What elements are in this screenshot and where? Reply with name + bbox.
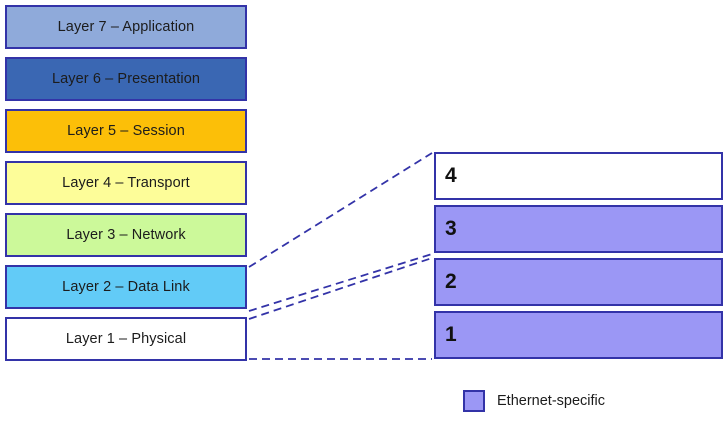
- legend-swatch-ethernet-specific: [463, 390, 485, 412]
- osi-layer-6[interactable]: Layer 6 – Presentation: [5, 57, 247, 101]
- osi-layer-6-label: Layer 6 – Presentation: [51, 71, 201, 87]
- osi-layer-4-label: Layer 4 – Transport: [62, 175, 190, 191]
- osi-layer-3[interactable]: Layer 3 – Network: [5, 213, 247, 257]
- connector-layer2-top-to-box4: [248, 152, 433, 268]
- legend: Ethernet-specific: [463, 390, 605, 412]
- osi-layer-7[interactable]: Layer 7 – Application: [5, 5, 247, 49]
- connector-layer2-bottom-to-box3: [248, 253, 433, 312]
- ethernet-sublayer-stack: 4 3 2 1: [434, 152, 723, 359]
- ethernet-sublayer-1-label: 1: [445, 323, 457, 346]
- osi-layer-7-label: Layer 7 – Application: [57, 19, 195, 35]
- ethernet-sublayer-3-label: 3: [445, 217, 457, 240]
- osi-layer-1-label: Layer 1 – Physical: [65, 331, 187, 347]
- ethernet-sublayer-2[interactable]: 2: [434, 258, 723, 306]
- osi-layer-3-label: Layer 3 – Network: [66, 227, 186, 243]
- ethernet-sublayer-4-label: 4: [445, 164, 457, 187]
- osi-layer-5[interactable]: Layer 5 – Session: [5, 109, 247, 153]
- osi-layer-5-label: Layer 5 – Session: [67, 123, 185, 139]
- ethernet-sublayer-1[interactable]: 1: [434, 311, 723, 359]
- legend-label-ethernet-specific: Ethernet-specific: [497, 393, 605, 409]
- osi-layer-2[interactable]: Layer 2 – Data Link: [5, 265, 247, 309]
- osi-layer-1[interactable]: Layer 1 – Physical: [5, 317, 247, 361]
- ethernet-sublayer-3[interactable]: 3: [434, 205, 723, 253]
- osi-layer-2-label: Layer 2 – Data Link: [62, 279, 190, 295]
- osi-layer-4[interactable]: Layer 4 – Transport: [5, 161, 247, 205]
- ethernet-sublayer-2-label: 2: [445, 270, 457, 293]
- connector-layer1-top-to-box2: [248, 257, 433, 320]
- ethernet-sublayer-4[interactable]: 4: [434, 152, 723, 200]
- osi-layer-stack: Layer 7 – Application Layer 6 – Presenta…: [5, 5, 247, 361]
